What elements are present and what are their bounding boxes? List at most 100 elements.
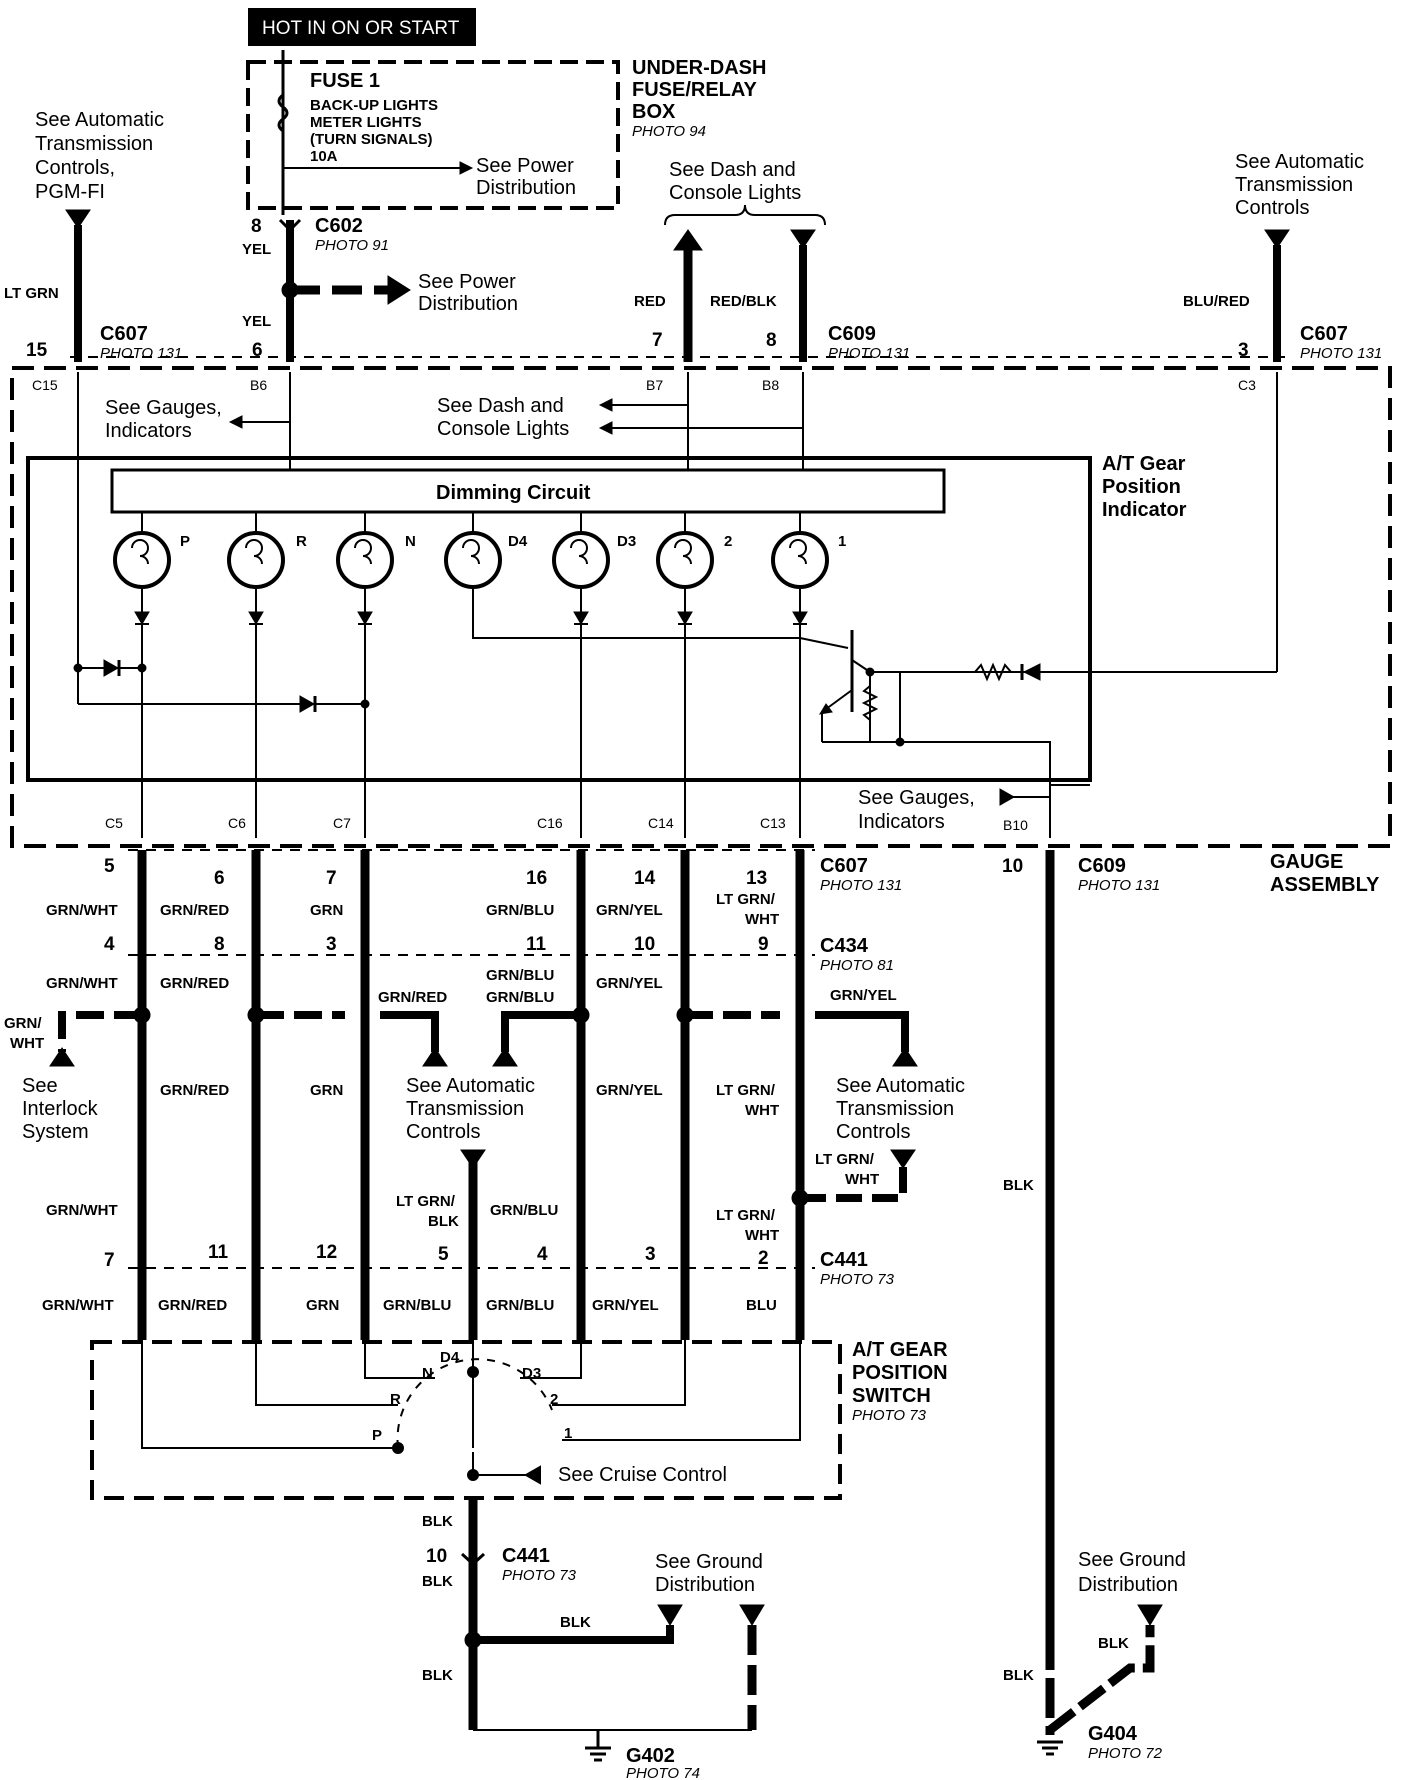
fuse-box-line1: UNDER-DASH [632,57,766,79]
wire-yel-2: YEL [242,313,271,330]
fuse-box-photo: PHOTO 94 [632,123,706,140]
cruise-ref: See Cruise Control [558,1464,727,1486]
pin-c15: C15 [32,377,58,393]
c607-mid-pin-6: 6 [214,868,225,889]
row1-wire-0: GRN/WHT [46,902,118,919]
pin-c16: C16 [537,815,563,831]
switch-box-outline [90,1340,842,1500]
row4-wire-2: GRN [306,1297,339,1314]
indicator-title-1: A/T Gear [1102,453,1186,475]
lamp-r-icon [227,512,285,625]
c607-right-pin: 3 [1238,340,1249,361]
diode-icon [103,659,120,677]
interlock-1: See [22,1075,58,1097]
c441-low-photo: PHOTO 73 [502,1567,577,1584]
c441-pin-4: 4 [537,1244,548,1265]
indicator-title-2: Position [1102,476,1181,498]
left-ref-1: See Automatic [35,109,164,131]
left-ref-3: Controls, [35,157,115,179]
fuse-box-line3: BOX [632,101,676,123]
pin-b7: B7 [646,377,663,393]
arrow-icon [598,421,613,435]
c602-pin: 8 [251,216,262,237]
grn-blu-low: GRN/BLU [490,1202,558,1219]
row2-wire-1: GRN/RED [160,975,229,992]
pin-c6: C6 [228,815,246,831]
pin-b6: B6 [250,377,267,393]
arrow-icon [459,161,474,175]
row4-wire-4: GRN/BLU [486,1297,554,1314]
row4-wire-3: GRN/BLU [383,1297,451,1314]
c441-name: C441 [820,1249,868,1271]
row4-wire-1: GRN/RED [158,1297,227,1314]
arrow-icon [598,398,613,412]
fuse-line4: 10A [310,148,338,165]
c607-left-pin: 15 [26,340,48,361]
ref-arrow-icon [892,1047,918,1067]
resistor-icon [861,685,879,721]
row4-wire-0: GRN/WHT [42,1297,114,1314]
see-gauges-1-b: Indicators [105,420,192,442]
c441-pin-7: 7 [104,1250,115,1271]
fuse-see-power-1: See Power [476,155,574,177]
lt-grn-wht-lower-1: LT GRN/ [716,1207,776,1224]
grn-wht-low: GRN/WHT [46,1202,118,1219]
row1-wire-3: GRN/BLU [486,902,554,919]
connector-c602-icon [278,218,302,233]
c609-top-name: C609 [828,323,876,345]
lamp-label-n: N [405,533,416,550]
g402-photo: PHOTO 74 [626,1765,700,1780]
indicator-box [26,456,1092,782]
see-gauges-2-b: Indicators [858,811,945,833]
grn-yel-branch: GRN/YEL [830,987,897,1004]
dash-inner-2: Console Lights [437,418,569,440]
pin-c5: C5 [105,815,123,831]
ref-arrow-icon [49,1047,75,1067]
atc-right-1: See Automatic [836,1075,965,1097]
c607-mid-pin-16: 16 [526,868,547,889]
ref-arrow-icon [422,1047,448,1067]
c607-right-photo: PHOTO 131 [1300,345,1382,362]
c607-mid-name: C607 [820,855,868,877]
right-ref-2: Transmission [1235,174,1353,196]
see-gauges-1-a: See Gauges, [105,397,222,419]
c441-pin-2: 2 [758,1248,769,1269]
c441-pin-5: 5 [438,1244,449,1265]
see-power-mid-2: Distribution [418,293,518,315]
dash-top-2: Console Lights [669,182,801,204]
pin-8: 8 [766,330,777,351]
row3-wire-3: LT GRN/ [716,1082,776,1099]
splice-icon [281,281,299,299]
blk-c: BLK [560,1614,591,1631]
left-ref-4: PGM-FI [35,181,105,203]
c609-mid-photo: PHOTO 131 [1078,877,1160,894]
row1-wire-6: WHT [745,911,779,928]
gauge-assembly-1: GAUGE [1270,851,1343,873]
c441-low-pin: 10 [426,1546,447,1567]
switch-pos-r: R [390,1391,401,1408]
lamp-d4-icon [444,512,800,639]
c441-low-name: C441 [502,1545,550,1567]
right-ref-1: See Automatic [1235,151,1364,173]
pin-b10: B10 [1003,817,1028,833]
transistor-icon [799,630,1051,785]
blk-a: BLK [422,1513,453,1530]
ref-arrow-icon [790,229,816,249]
c434-photo: PHOTO 81 [820,957,894,974]
row1-wire-1: GRN/RED [160,902,229,919]
pin-b8: B8 [762,377,779,393]
lt-grn-blk-2: BLK [428,1213,459,1230]
harness-wires [137,850,1055,1630]
fuse-box-outline [246,60,620,210]
fuse-line2: METER LIGHTS [310,114,422,131]
c602-photo: PHOTO 91 [315,237,389,254]
c607-mid-pin-7: 7 [326,868,337,889]
ground-g404-icon [1037,1740,1063,1756]
dash-top-1: See Dash and [669,159,796,181]
switch-pos-d3: D3 [522,1365,541,1382]
lamp-d3-icon [552,512,610,625]
atc-mid-3: Controls [406,1121,480,1143]
c609-mid-name: C609 [1078,855,1126,877]
lt-grn-wht-lower-2: WHT [745,1227,779,1244]
